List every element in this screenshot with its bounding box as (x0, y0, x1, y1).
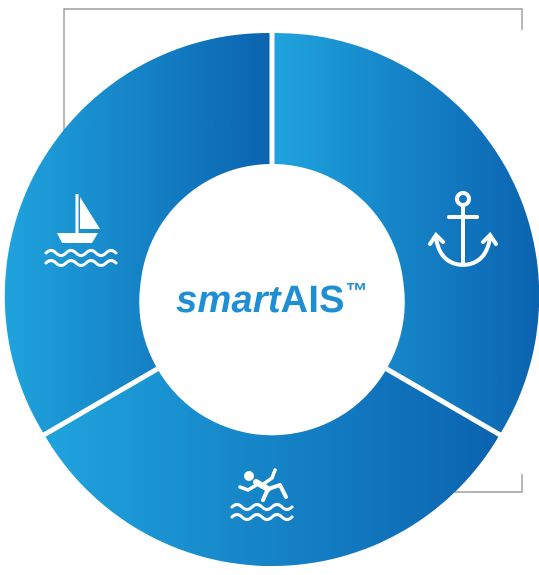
sailboat-icon (44, 194, 118, 267)
brand-bold-text: AIS (280, 279, 345, 321)
center-circle (140, 164, 404, 428)
segment-man-overboard (44, 369, 500, 567)
anchor-icon (428, 191, 498, 268)
person-falling-in-water-icon (230, 468, 294, 521)
connector-line-sailing (63, 8, 523, 160)
divider-left (40, 365, 161, 439)
divider-right (383, 365, 504, 439)
segment-sailing (4, 32, 272, 435)
center-brand-title: smartAIS™ (172, 268, 372, 323)
brand-italic-text: smart (176, 279, 281, 321)
trademark-symbol: ™ (345, 278, 368, 303)
segment-anchored (272, 32, 539, 435)
